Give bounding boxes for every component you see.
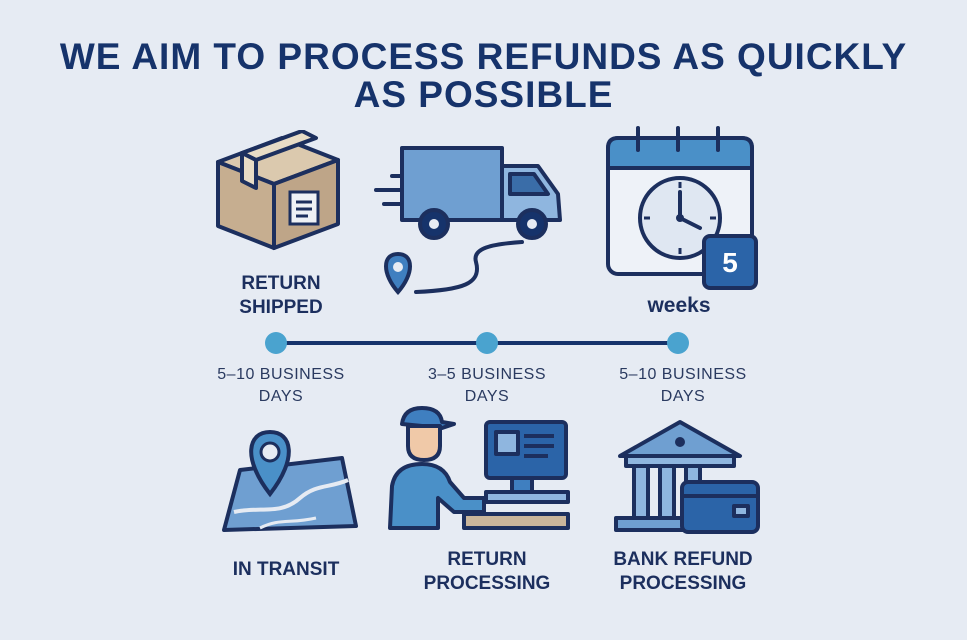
duration-3-line-2: DAYS: [660, 388, 706, 405]
page-title: WE AIM TO PROCESS REFUNDS AS QUICKLY AS …: [0, 38, 967, 114]
duration-2: 3–5 BUSINESS DAYS: [402, 364, 572, 408]
title-line-2: AS POSSIBLE: [353, 74, 614, 115]
calendar-clock-icon: 5: [606, 126, 758, 290]
timeline-dot-3: [667, 332, 689, 354]
bank-card-icon: [614, 420, 760, 534]
map-pin-icon: [222, 429, 358, 532]
step-label-in-transit: IN TRANSIT: [196, 558, 376, 582]
bank-refund-line-2: PROCESSING: [619, 573, 747, 594]
return-shipped-line-2: SHIPPED: [239, 297, 323, 318]
title-line-1: WE AIM TO PROCESS REFUNDS AS QUICKLY: [59, 36, 908, 77]
return-processing-line-2: PROCESSING: [423, 573, 551, 594]
duration-3-line-1: 5–10 BUSINESS: [619, 366, 747, 383]
step-label-return-processing: RETURN PROCESSING: [392, 548, 582, 596]
return-processing-line-1: RETURN: [447, 549, 527, 570]
duration-2-line-1: 3–5 BUSINESS: [427, 366, 547, 383]
step-label-weeks: weeks: [594, 294, 764, 318]
bank-refund-line-1: BANK REFUND: [613, 549, 753, 570]
box-icon: [216, 130, 340, 250]
return-shipped-line-1: RETURN: [241, 273, 321, 294]
duration-2-line-2: DAYS: [464, 388, 510, 405]
worker-computer-icon: [388, 406, 570, 530]
timeline-dot-2: [476, 332, 498, 354]
duration-1-line-2: DAYS: [258, 388, 304, 405]
duration-1: 5–10 BUSINESS DAYS: [196, 364, 366, 408]
in-transit-label: IN TRANSIT: [232, 559, 340, 580]
delivery-truck-icon: [374, 146, 562, 296]
step-label-return-shipped: RETURN SHIPPED: [196, 272, 366, 320]
duration-3: 5–10 BUSINESS DAYS: [598, 364, 768, 408]
timeline-dot-1: [265, 332, 287, 354]
calendar-badge-number: 5: [722, 247, 738, 278]
duration-1-line-1: 5–10 BUSINESS: [217, 366, 345, 383]
step-label-bank-refund: BANK REFUND PROCESSING: [588, 548, 778, 596]
weeks-label: weeks: [647, 294, 711, 317]
